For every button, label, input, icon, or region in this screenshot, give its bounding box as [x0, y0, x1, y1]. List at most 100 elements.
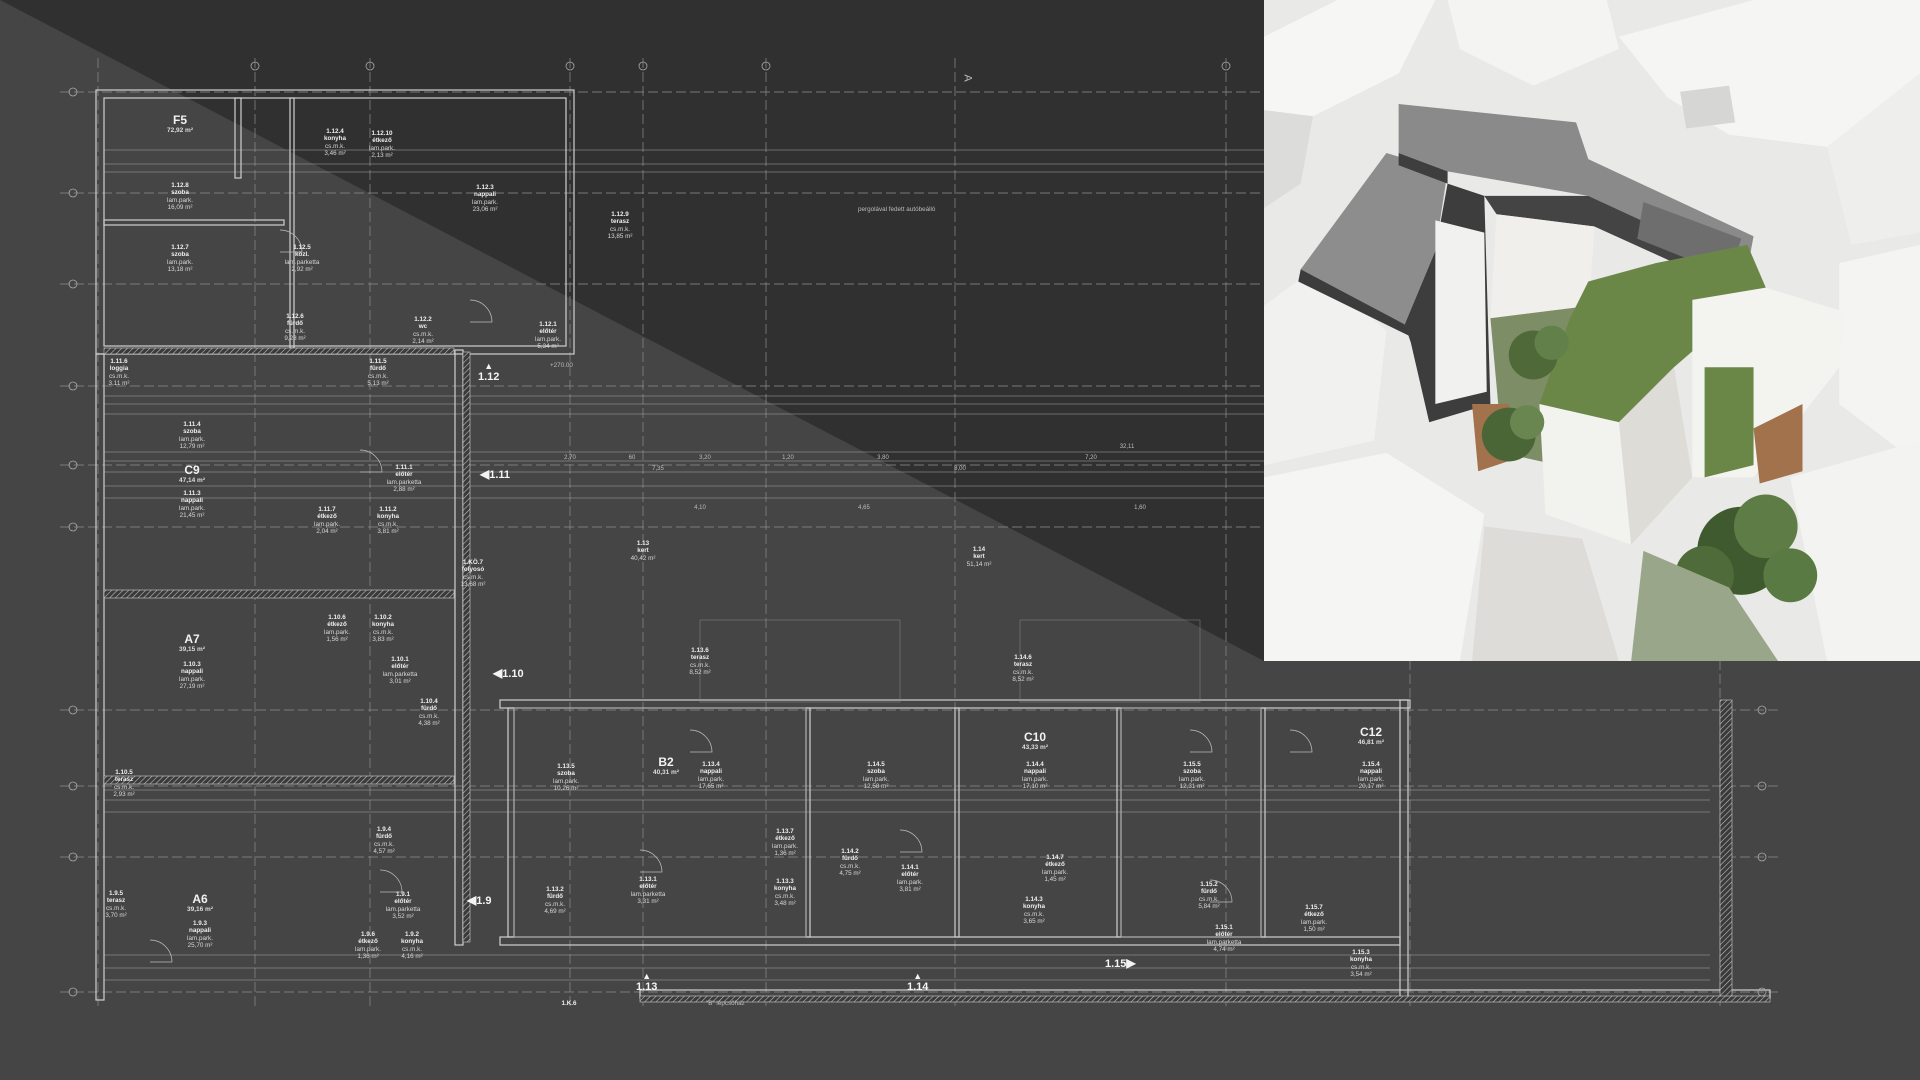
room-area: 3,54 m² [1350, 971, 1372, 979]
dimension-value: 3,20 [699, 455, 711, 461]
room-area: 17,65 m² [698, 783, 724, 791]
room-area: 4,69 m² [544, 908, 566, 916]
section-arrow-icon: ◀ [493, 666, 503, 680]
dimension-value: 4,10 [694, 505, 706, 511]
room-name: étkező [1045, 861, 1065, 869]
unit-code: F5 [172, 113, 187, 127]
room-area: 1,50 m² [1303, 926, 1325, 934]
room-floor: lam.park. [324, 628, 350, 636]
room-name: konyha [323, 135, 347, 143]
room-name: konyha [773, 885, 797, 893]
main-building [1298, 104, 1846, 545]
section-marker: ◀1.10 [493, 666, 524, 680]
room-id: 1.10.5 [115, 769, 133, 776]
axis-bubble [68, 188, 78, 198]
room-floor: lam.park. [698, 775, 724, 783]
room-name: terasz [690, 654, 710, 662]
room-area: 25,70 m² [187, 942, 213, 950]
room-id: 1.13.7 [776, 828, 794, 835]
note-stair: "B" lépcsőház [706, 1000, 745, 1007]
axis-bubble [68, 279, 78, 289]
room-floor: cs.m.k. [463, 573, 483, 581]
dimension-value: 4,65 [858, 505, 870, 511]
room-name: nappali [180, 668, 204, 676]
room-floor: lam.park. [1301, 918, 1327, 926]
room-area: 3,70 m² [105, 912, 127, 920]
door-swing [379, 869, 403, 893]
room-floor: lam.parketta [385, 905, 421, 913]
room-floor: cs.m.k. [378, 520, 398, 528]
hatched-wall [103, 347, 455, 355]
room-area: 3,48 m² [774, 900, 796, 908]
section-arrow-icon: ▶ [1126, 956, 1136, 970]
room-floor: lam.park. [1179, 775, 1205, 783]
room-floor: cs.m.k. [545, 900, 565, 908]
room-id: 1.11.3 [183, 490, 201, 497]
room-id: 1.15.4 [1362, 761, 1380, 768]
trees [1481, 325, 1818, 661]
room-name: szoba [1183, 768, 1201, 776]
note-level: +270.00 [550, 362, 573, 369]
unit-area: 39,16 m² [186, 906, 214, 913]
door-swing [1289, 729, 1313, 753]
room-floor: lam.parketta [382, 670, 418, 678]
room-floor: cs.m.k. [368, 372, 388, 380]
wall [234, 97, 242, 179]
dimension-value: 7,20 [1085, 455, 1097, 461]
room-name: előtér [901, 871, 919, 879]
room-name: közl. [295, 251, 309, 259]
room-id: 1.13.6 [691, 647, 709, 654]
room-name: fürdő [286, 320, 304, 328]
room-id: 1.12.2 [414, 316, 432, 323]
room-area: 4,16 m² [401, 953, 423, 961]
room-floor: lam.park. [1358, 775, 1384, 783]
section-marker: 1.15▶ [1105, 956, 1136, 970]
room-area: 4,57 m² [373, 848, 395, 856]
room-name: konyha [376, 513, 400, 521]
room-floor: lam.park. [179, 675, 205, 683]
room-floor: lam.parketta [1206, 938, 1242, 946]
room-area: 10,26 m² [553, 785, 579, 793]
dimension-value: 1,20 [782, 455, 794, 461]
room-area: 20,17 m² [1358, 783, 1384, 791]
room-floor: cs.m.k. [325, 142, 345, 150]
axis-bubble [1757, 705, 1767, 715]
axis-bubble [68, 87, 78, 97]
room-name: fürdő [841, 855, 859, 863]
dimension-value: 32,11 [1119, 444, 1135, 450]
room-id: 1.11.6 [110, 358, 128, 365]
room-name: szoba [171, 189, 189, 197]
room-id: 1.12.7 [171, 244, 189, 251]
note-axis-a: A [961, 74, 974, 82]
room-area: 2,14 m² [412, 338, 434, 346]
room-floor: lam.parketta [630, 890, 666, 898]
wall [289, 97, 295, 349]
room-name: előtér [539, 328, 557, 336]
room-name: étkező [1304, 911, 1324, 919]
room-id: 1.12.6 [286, 313, 304, 320]
unit-code: C12 [1359, 725, 1382, 739]
room-id: 1.13.1 [639, 876, 657, 883]
door-swing [1189, 729, 1213, 753]
room-floor: cs.m.k. [1024, 910, 1044, 918]
dimension-value: 2,70 [564, 455, 576, 461]
room-floor: lam.park. [1042, 868, 1068, 876]
axis-bubble [1757, 987, 1767, 997]
